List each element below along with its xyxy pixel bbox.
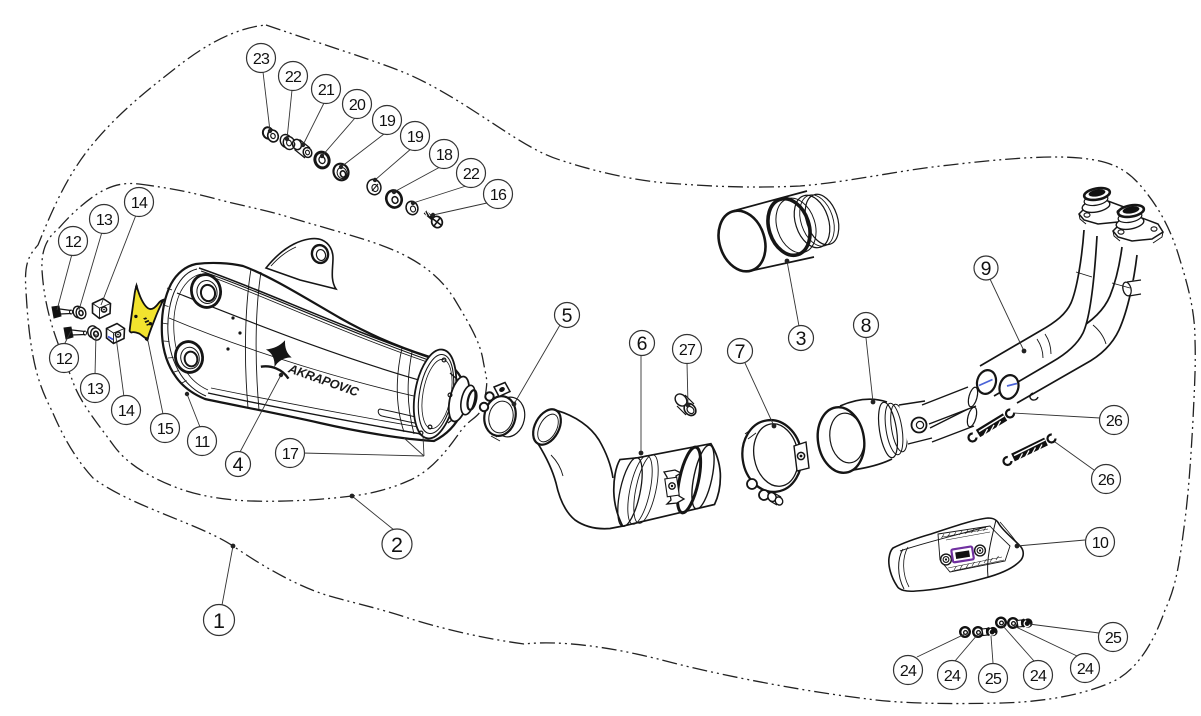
svg-text:15: 15 xyxy=(157,421,174,438)
svg-text:9: 9 xyxy=(981,258,992,280)
svg-text:26: 26 xyxy=(1106,413,1123,430)
svg-text:1: 1 xyxy=(213,609,225,633)
svg-text:17: 17 xyxy=(282,446,299,463)
svg-text:16: 16 xyxy=(490,187,507,204)
svg-text:8: 8 xyxy=(861,315,872,337)
svg-text:13: 13 xyxy=(87,381,104,398)
svg-text:13: 13 xyxy=(96,212,113,229)
svg-text:4: 4 xyxy=(233,454,244,476)
svg-text:11: 11 xyxy=(194,434,210,451)
svg-text:14: 14 xyxy=(131,195,148,212)
svg-text:22: 22 xyxy=(463,166,480,183)
svg-text:25: 25 xyxy=(985,671,1002,688)
svg-text:14: 14 xyxy=(118,403,135,420)
svg-text:18: 18 xyxy=(436,147,453,164)
svg-text:24: 24 xyxy=(900,663,917,680)
svg-text:19: 19 xyxy=(407,129,424,146)
svg-text:12: 12 xyxy=(65,234,82,251)
svg-text:27: 27 xyxy=(679,342,696,359)
svg-text:3: 3 xyxy=(796,328,807,350)
svg-text:20: 20 xyxy=(349,97,366,114)
svg-text:5: 5 xyxy=(562,305,573,327)
svg-text:24: 24 xyxy=(944,668,961,685)
svg-text:12: 12 xyxy=(56,351,73,368)
svg-text:7: 7 xyxy=(735,341,746,363)
svg-text:6: 6 xyxy=(637,333,648,355)
svg-text:24: 24 xyxy=(1077,661,1094,678)
svg-text:2: 2 xyxy=(391,533,403,557)
svg-text:22: 22 xyxy=(285,69,302,86)
svg-text:19: 19 xyxy=(379,113,396,130)
svg-text:24: 24 xyxy=(1030,668,1047,685)
svg-text:23: 23 xyxy=(253,51,270,68)
svg-text:26: 26 xyxy=(1098,472,1115,489)
svg-text:21: 21 xyxy=(318,82,335,99)
svg-text:10: 10 xyxy=(1092,535,1109,552)
svg-text:25: 25 xyxy=(1105,630,1122,647)
